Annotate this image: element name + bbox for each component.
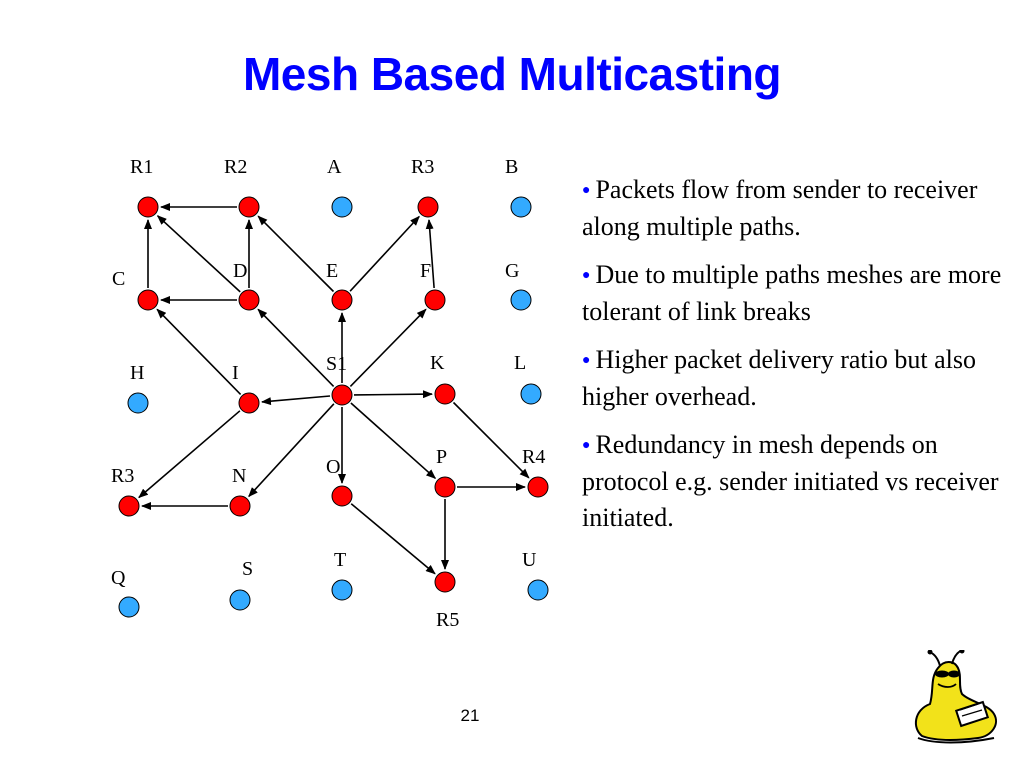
- node-s: [229, 589, 251, 611]
- node-h: [127, 392, 149, 414]
- bullet-text: Higher packet delivery ratio but also hi…: [582, 345, 976, 411]
- node-t: [331, 579, 353, 601]
- node-r2: [238, 196, 260, 218]
- edge-s1-to-k: [353, 390, 433, 399]
- node-label-f: F: [420, 260, 431, 282]
- edges-layer: [138, 203, 530, 575]
- node-label-r4: R4: [522, 446, 545, 468]
- node-b: [510, 196, 532, 218]
- node-label-r5: R5: [436, 609, 459, 631]
- bullet-icon: ●: [582, 268, 591, 283]
- node-p: [434, 476, 456, 498]
- bullet-list: ●Packets flow from sender to receiver al…: [582, 172, 1022, 548]
- node-label-e: E: [326, 260, 338, 282]
- node-label-s: S: [242, 558, 253, 580]
- edge-i-to-c: [156, 308, 242, 395]
- node-label-q: Q: [111, 567, 126, 589]
- node-label-c: C: [112, 268, 125, 290]
- node-label-l: L: [514, 352, 526, 374]
- edge-s1-to-i: [261, 395, 331, 406]
- bullet-item: ●Higher packet delivery ratio but also h…: [582, 342, 1022, 415]
- node-label-r3b: R3: [111, 465, 134, 487]
- node-label-d: D: [233, 260, 247, 282]
- bullet-text: Packets flow from sender to receiver alo…: [582, 175, 978, 241]
- node-g: [510, 289, 532, 311]
- node-label-o: O: [326, 456, 340, 478]
- node-q: [118, 596, 140, 618]
- page-number: 21: [460, 706, 480, 725]
- node-l: [520, 383, 542, 405]
- node-label-t: T: [334, 549, 346, 571]
- node-c: [137, 289, 159, 311]
- node-label-p: P: [436, 446, 447, 468]
- node-o: [331, 485, 353, 507]
- slide-title: Mesh Based Multicasting: [242, 48, 782, 100]
- node-r5: [434, 571, 456, 593]
- node-label-r3a: R3: [411, 156, 434, 178]
- bullet-icon: ●: [582, 353, 591, 368]
- bullet-text: Due to multiple paths meshes are more to…: [582, 260, 1002, 326]
- node-i: [238, 392, 260, 414]
- bullet-item: ●Packets flow from sender to receiver al…: [582, 172, 1022, 245]
- edge-o-to-r5: [350, 503, 436, 575]
- node-label-u: U: [522, 549, 537, 571]
- slug-mascot-icon: [914, 650, 997, 744]
- edge-e-to-r3a: [349, 215, 420, 292]
- edge-k-to-r4: [452, 401, 530, 479]
- edge-s1-to-n: [248, 403, 335, 498]
- edge-s1-to-d: [257, 308, 335, 387]
- node-r3a: [417, 196, 439, 218]
- node-s1: [331, 384, 353, 406]
- node-e: [331, 289, 353, 311]
- bullet-icon: ●: [582, 438, 591, 453]
- node-r4: [527, 476, 549, 498]
- edge-i-to-r3b: [138, 410, 241, 499]
- node-a: [331, 196, 353, 218]
- bullet-item: ●Due to multiple paths meshes are more t…: [582, 257, 1022, 330]
- node-label-k: K: [430, 352, 445, 374]
- nodes-layer: [118, 196, 549, 618]
- node-label-g: G: [505, 260, 519, 282]
- node-label-i: I: [232, 362, 239, 384]
- node-label-n: N: [232, 465, 246, 487]
- node-r1: [137, 196, 159, 218]
- edge-f-to-r3a: [425, 219, 435, 289]
- node-n: [229, 495, 251, 517]
- edge-d-to-r1: [156, 215, 241, 293]
- bullet-item: ●Redundancy in mesh depends on protocol …: [582, 427, 1022, 536]
- node-r3b: [118, 495, 140, 517]
- bullet-icon: ●: [582, 183, 591, 198]
- node-f: [424, 289, 446, 311]
- node-d: [238, 289, 260, 311]
- bullet-text: Redundancy in mesh depends on protocol e…: [582, 430, 999, 532]
- edge-e-to-r2: [257, 215, 335, 293]
- node-k: [434, 383, 456, 405]
- node-label-b: B: [505, 156, 518, 178]
- edge-s1-to-f: [349, 308, 427, 387]
- node-u: [527, 579, 549, 601]
- node-label-a: A: [327, 156, 342, 178]
- node-label-r1: R1: [130, 156, 153, 178]
- node-label-r2: R2: [224, 156, 247, 178]
- node-label-h: H: [130, 362, 144, 384]
- edge-s1-to-p: [350, 402, 437, 479]
- node-label-s1: S1: [326, 353, 347, 375]
